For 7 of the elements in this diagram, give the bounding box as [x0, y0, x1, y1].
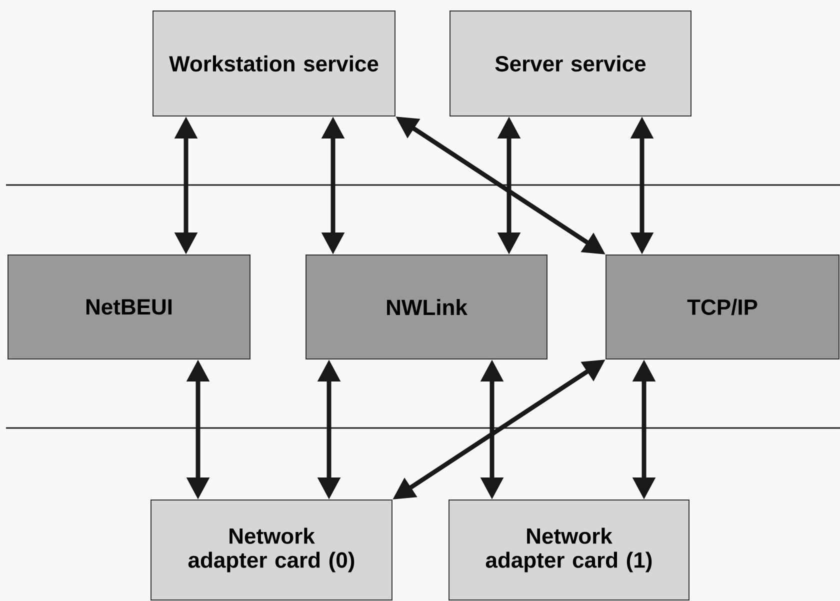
protocol-box: TCP/IP [606, 254, 840, 360]
protocol-box: NWLink [306, 254, 548, 360]
protocol-box: Workstation service [152, 10, 396, 116]
protocol-box: NetBEUI [8, 254, 250, 360]
protocol-box: Server service [450, 10, 692, 116]
protocol-box: Network adapter card (1) [448, 499, 690, 600]
protocol-box: Network adapter card (0) [150, 499, 392, 600]
